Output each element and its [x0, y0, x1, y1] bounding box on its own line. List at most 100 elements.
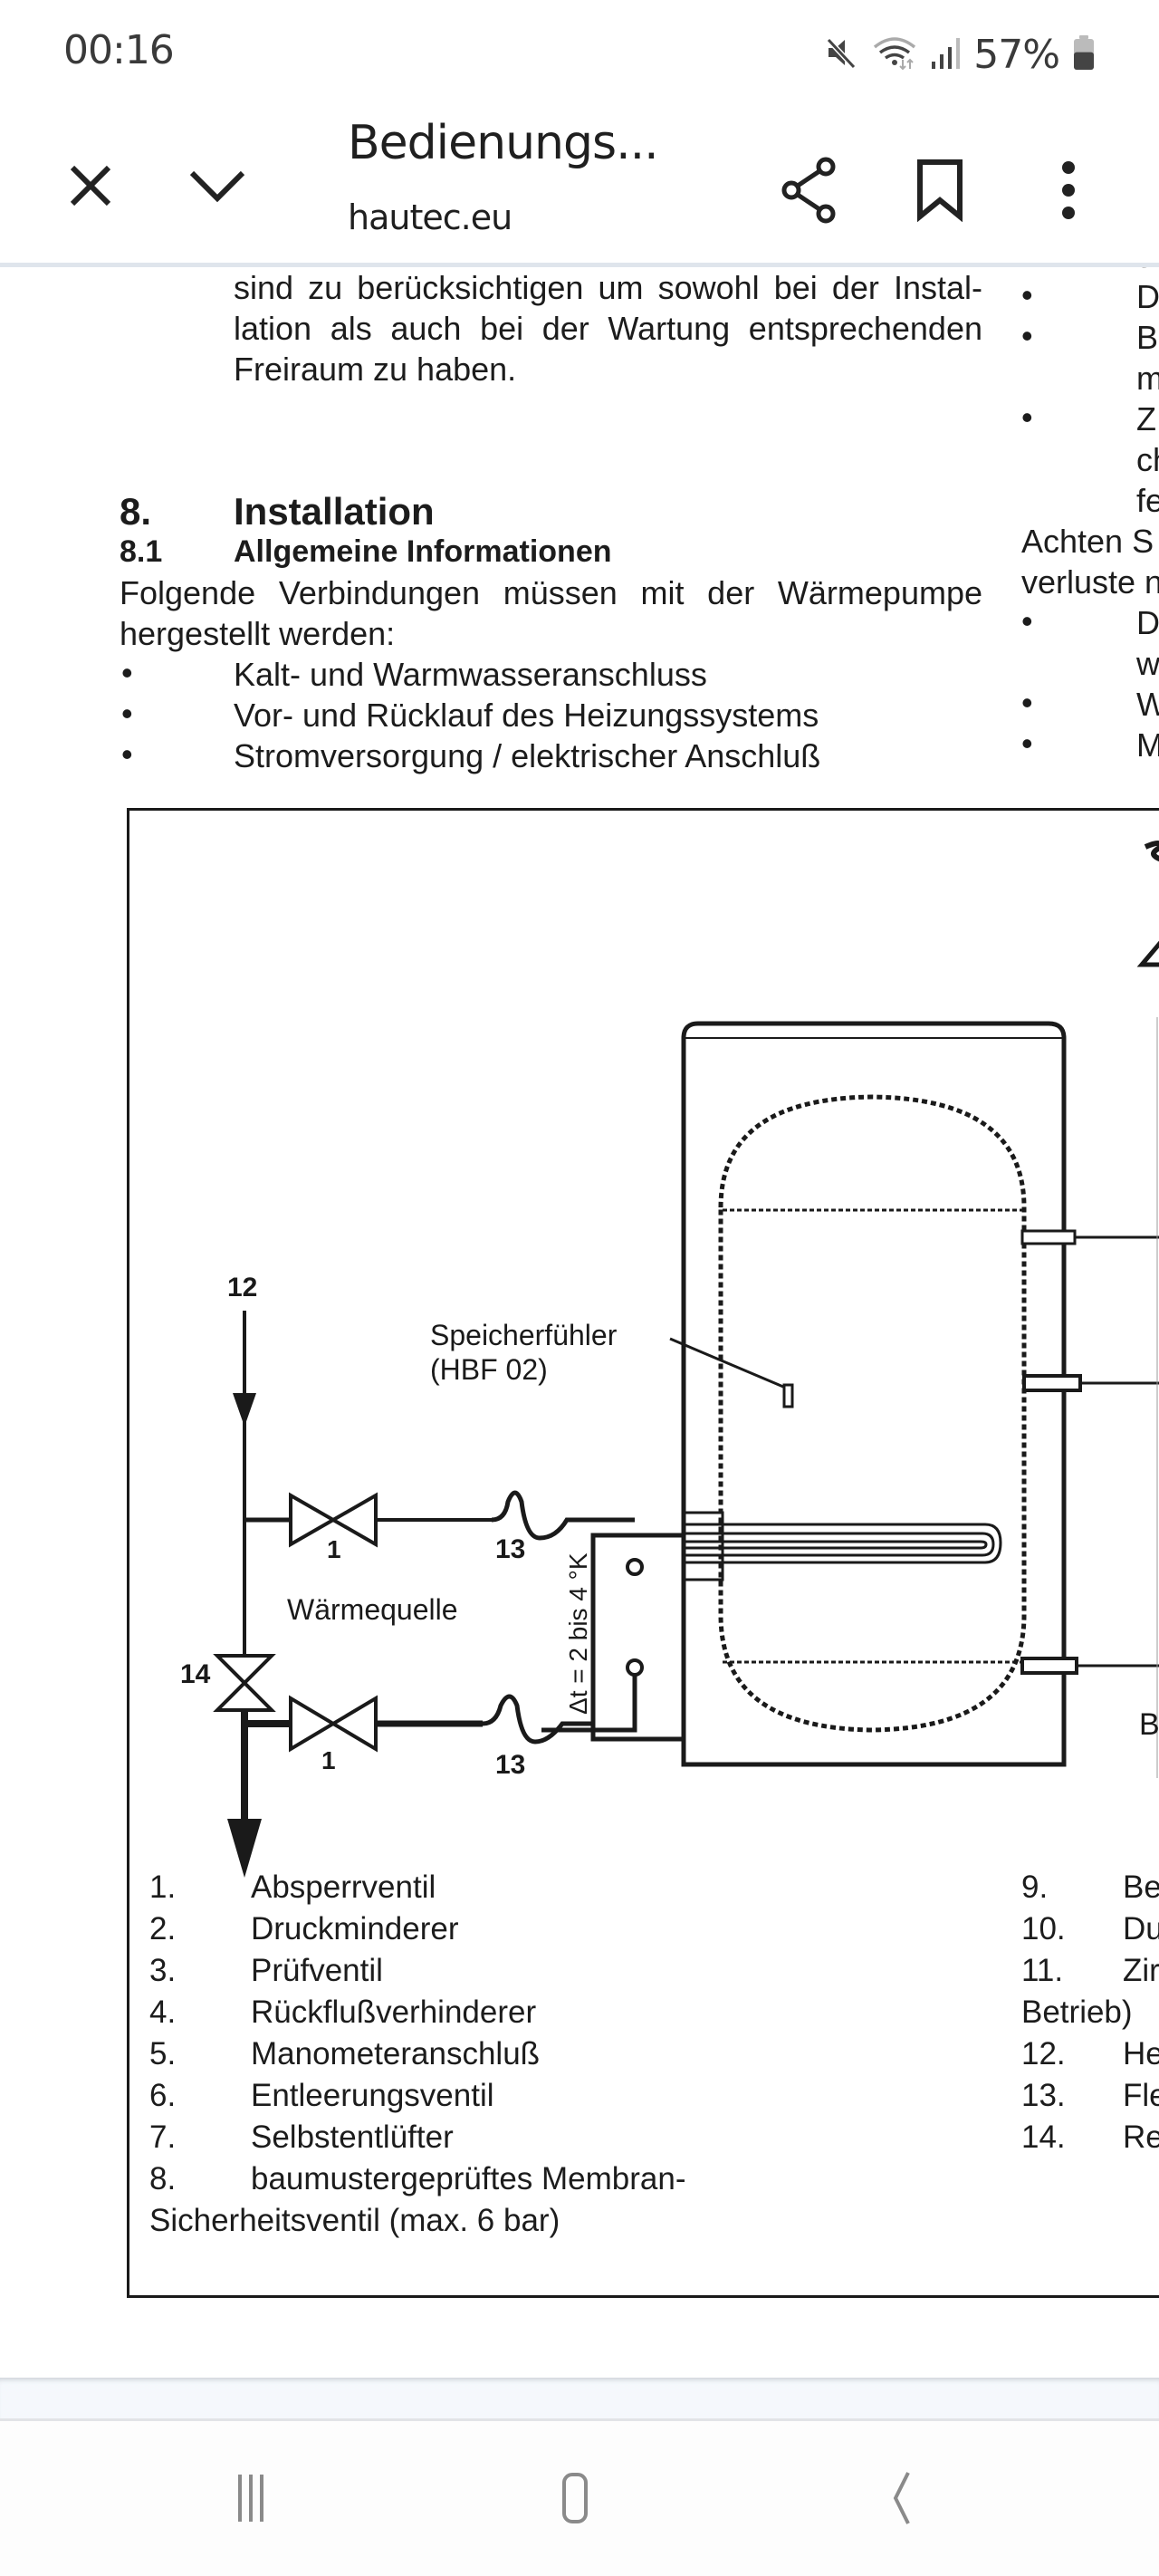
paragraph-line: Folgende Verbindungen müssen mit der Wär…	[120, 574, 982, 611]
right-column-line: W	[1136, 686, 1159, 723]
intro-line: Freiraum zu haben.	[234, 351, 517, 388]
subsection-number: 8.1	[120, 534, 163, 569]
signal-icon	[930, 34, 961, 75]
legend-item: 4.Rückflußverhinderer	[149, 1992, 536, 2033]
legend-item: Betrieb)	[1021, 1992, 1133, 2033]
legend-text: Be	[1123, 1870, 1159, 1905]
battery-icon	[1072, 34, 1096, 75]
arrow-down-out	[227, 1819, 262, 1878]
legend-item: 14. Re	[1021, 2117, 1159, 2158]
legend-number: 5.	[149, 2036, 177, 2071]
legend-number: 14.	[1021, 2119, 1066, 2155]
heating-coil	[684, 1523, 1002, 1564]
intro-line: lation als auch bei der Wartung entsprec…	[234, 310, 982, 347]
right-bullet-marker: •	[1021, 276, 1033, 313]
recent-apps-icon	[238, 2475, 263, 2522]
bullet-marker: •	[121, 654, 133, 691]
label-1-bottom: 1	[321, 1746, 336, 1774]
share-icon	[781, 157, 836, 224]
chevron-down-icon	[189, 170, 245, 203]
label-12: 12	[227, 1273, 257, 1302]
right-column-line: m	[1136, 360, 1159, 397]
right-column-line: D	[1136, 278, 1159, 315]
bullet-marker: •	[121, 735, 133, 773]
right-bullet-marker: •	[1021, 602, 1033, 639]
home-button[interactable]	[525, 2457, 625, 2539]
bookmark-icon	[916, 159, 963, 222]
legend-number: 9.	[1021, 1870, 1049, 1905]
right-bullet-marker: •	[1021, 725, 1033, 762]
flex-hose-top	[491, 1490, 635, 1541]
more-options-button[interactable]	[1028, 140, 1109, 240]
page-title: Bedienungs...	[348, 116, 659, 170]
sensor-leader	[669, 1337, 784, 1389]
status-icons: 57%	[823, 27, 1096, 82]
legend-text: Fle	[1123, 2078, 1159, 2113]
legend-text: Prüfventil	[251, 1953, 383, 1988]
right-column-line: fe	[1136, 482, 1159, 519]
bookmark-button[interactable]	[901, 140, 978, 240]
recent-apps-button[interactable]	[201, 2457, 301, 2539]
home-icon	[562, 2473, 588, 2523]
back-icon	[893, 2472, 910, 2524]
label-14: 14	[180, 1659, 211, 1689]
share-button[interactable]	[770, 140, 851, 240]
tank-inner-dashed	[718, 1094, 1027, 1733]
valve-1-top	[289, 1492, 378, 1548]
arrow-down-in	[233, 1393, 256, 1427]
legend-text: Zir	[1123, 1953, 1159, 1988]
sensor-probe	[782, 1383, 794, 1408]
page-domain: hautec.eu	[348, 197, 512, 237]
right-column-line: B	[1136, 319, 1159, 356]
custom-tab-toolbar	[0, 104, 1159, 265]
legend-number: 8.	[149, 2161, 177, 2196]
back-button[interactable]	[851, 2457, 951, 2539]
more-vert-icon	[1062, 161, 1075, 219]
right-column-line: verluste n	[1021, 563, 1159, 601]
legend-number: 11.	[1021, 1953, 1064, 1988]
legend-item: 10.Du	[1021, 1908, 1159, 1949]
label-1-top: 1	[327, 1535, 341, 1563]
right-column-line: D	[1136, 604, 1159, 641]
wifi-icon	[872, 34, 917, 75]
subsection-title: Allgemeine Informationen	[234, 534, 612, 569]
flex-hose-bottom	[482, 1694, 591, 1745]
legend-text: Re	[1123, 2119, 1159, 2155]
legend-text: Manometeranschluß	[251, 2036, 541, 2071]
legend-continuation: Sicherheitsventil (max. 6 bar)	[149, 2203, 560, 2238]
bullet-marker: •	[121, 695, 133, 732]
close-icon	[70, 165, 111, 207]
pdf-page-viewport[interactable]: sind zu berücksichtigen um sowohl bei de…	[0, 267, 1159, 2364]
legend-number: 7.	[149, 2119, 177, 2155]
hydraulic-diagram: 12 Speicherfühler (HBF 02) 1 13 Wärmeque…	[180, 841, 1159, 1878]
close-button[interactable]	[54, 140, 127, 231]
legend-text: Entleerungsventil	[251, 2078, 494, 2113]
legend-item: 13.Fle	[1021, 2075, 1159, 2116]
label-13-top: 13	[495, 1534, 525, 1564]
valve-1-bottom	[289, 1695, 378, 1753]
port-middle	[1022, 1374, 1082, 1392]
legend-text: Druckminderer	[251, 1911, 459, 1946]
legend-number: 1.	[149, 1870, 177, 1905]
legend-item: 7. Selbstentlüfter	[149, 2117, 454, 2158]
legend-text: Selbstentlüfter	[251, 2119, 454, 2155]
right-column-line: ch	[1136, 441, 1159, 478]
label-13-bottom: 13	[495, 1750, 525, 1780]
tank-outer	[681, 1021, 1067, 1767]
bullet-item: Stromversorgung / elektrischer Anschluß	[234, 737, 821, 774]
right-bullet-marker: •	[1021, 399, 1033, 436]
right-column-line: sc	[1136, 267, 1159, 276]
toolbar-divider	[0, 263, 1159, 267]
bullet-item: Vor- und Rücklauf des Heizungssystems	[234, 697, 819, 734]
battery-percent: 57%	[973, 31, 1060, 78]
legend-text: He	[1123, 2036, 1159, 2071]
valve-14	[213, 1654, 276, 1712]
right-column-line: Achten S	[1021, 523, 1154, 560]
bottom-sheet-handle[interactable]	[0, 2378, 1159, 2421]
legend-item: 5. Manometeranschluß	[149, 2033, 540, 2074]
legend-number: 6.	[149, 2078, 177, 2113]
minimize-button[interactable]	[181, 140, 254, 231]
right-column-line: Z	[1136, 400, 1156, 437]
bullet-item: Kalt- und Warmwasseranschluss	[234, 656, 707, 693]
right-bullet-marker: •	[1021, 317, 1033, 354]
